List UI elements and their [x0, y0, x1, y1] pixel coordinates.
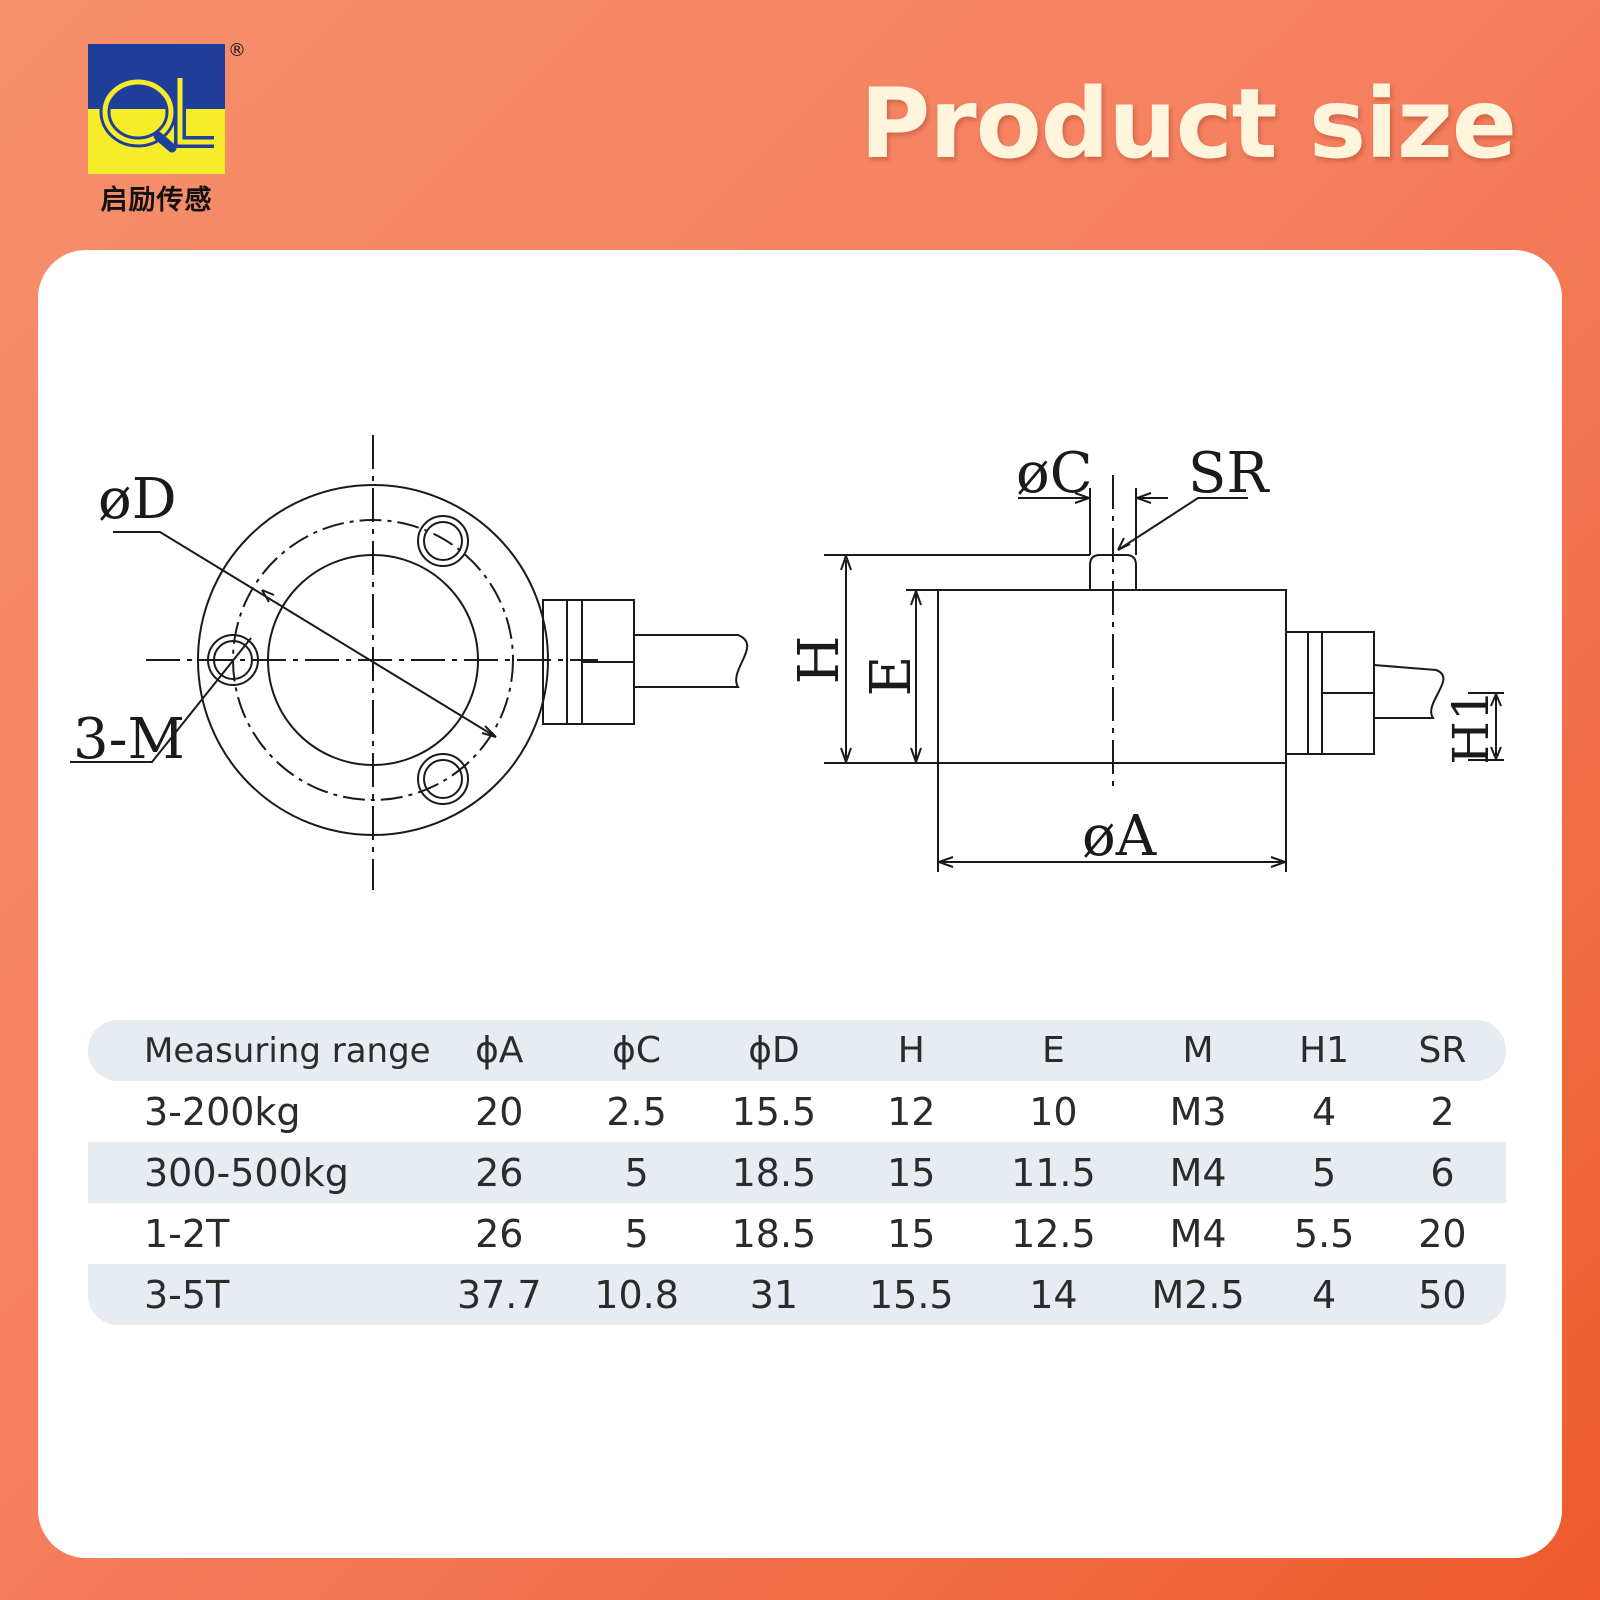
table-row: 3-200kg 20 2.5 15.5 12 10 M3 4 2 [88, 1081, 1506, 1142]
table-cell: 4 [1269, 1264, 1379, 1325]
registered-mark: ® [228, 40, 246, 61]
table-header-row: Measuring range ϕA ϕC ϕD H E M H1 SR [88, 1020, 1506, 1081]
table-row: 300-500kg 26 5 18.5 15 11.5 M4 5 6 [88, 1142, 1506, 1203]
label-diameter-c: øC [1016, 441, 1093, 506]
table-cell: 15 [887, 1211, 936, 1256]
table-cell: 20 [475, 1089, 524, 1134]
table-cell: 37.7 [430, 1264, 568, 1325]
table-cell: M4 [1169, 1211, 1227, 1256]
technical-drawing: øD 3-M øC SR øA H E H1 [70, 435, 1504, 890]
table-cell: 26 [475, 1211, 524, 1256]
table-cell: 31 [705, 1264, 843, 1325]
table-cell: 15 [842, 1142, 980, 1203]
mounting-hole [207, 634, 259, 686]
table-cell: 1-2T [144, 1211, 230, 1256]
table-cell: 18.5 [705, 1142, 843, 1203]
side-view [824, 475, 1504, 872]
label-diameter-d: øD [98, 467, 177, 532]
table-cell: 2 [1430, 1089, 1455, 1134]
label-height-e: E [859, 656, 924, 697]
table-row: 1-2T 26 5 18.5 15 12.5 M4 5.5 20 [88, 1203, 1506, 1264]
table-cell: 15.5 [731, 1089, 817, 1134]
company-name: 启励传感 [100, 185, 213, 216]
table-cell: 50 [1378, 1264, 1506, 1325]
table-cell: 5 [1269, 1142, 1379, 1203]
table-cell: 11.5 [979, 1142, 1127, 1203]
inner-bore-circle [267, 554, 479, 766]
ql-logo-icon [88, 44, 225, 174]
column-header: M [1126, 1020, 1270, 1081]
table-cell: 5 [624, 1211, 649, 1256]
column-header: ϕC [567, 1020, 706, 1081]
table-cell: 3-200kg [144, 1089, 301, 1134]
table-cell: 3-5T [88, 1264, 431, 1325]
table-cell: 4 [1312, 1089, 1337, 1134]
label-thread-m: 3-M [73, 707, 185, 772]
table-cell: M3 [1169, 1089, 1227, 1134]
table-cell: 10 [1029, 1089, 1078, 1134]
content-card: øD 3-M øC SR øA H E H1 Measuring range ϕ… [38, 250, 1562, 1558]
table-cell: 14 [979, 1264, 1127, 1325]
label-height-h: H [787, 636, 852, 685]
column-header: Measuring range [88, 1020, 431, 1081]
table-cell: 2.5 [606, 1089, 667, 1134]
table-cell: M2.5 [1126, 1264, 1270, 1325]
table-cell: 20 [1418, 1211, 1467, 1256]
top-view [70, 435, 749, 890]
table-row: 3-5T 37.7 10.8 31 15.5 14 M2.5 4 50 [88, 1264, 1506, 1325]
column-header: H1 [1269, 1020, 1379, 1081]
label-diameter-a: øA [1082, 804, 1157, 869]
table-cell: M4 [1126, 1142, 1270, 1203]
table-cell: 18.5 [731, 1211, 817, 1256]
column-header: ϕA [430, 1020, 568, 1081]
table-cell: 12 [887, 1089, 936, 1134]
table-cell: 6 [1378, 1142, 1506, 1203]
label-height-h1: H1 [1442, 689, 1500, 764]
mounting-hole [417, 515, 469, 567]
table-cell: 300-500kg [88, 1142, 431, 1203]
table-cell: 12.5 [1011, 1211, 1096, 1256]
page-title: Product size [860, 68, 1517, 180]
table-cell: 5 [567, 1142, 706, 1203]
brand-logo: ® 启励传感 [88, 40, 248, 216]
column-header: H [842, 1020, 980, 1081]
table-cell: 10.8 [567, 1264, 706, 1325]
size-table: Measuring range ϕA ϕC ϕD H E M H1 SR 3-2… [88, 1020, 1506, 1325]
label-sphere-radius: SR [1188, 441, 1270, 506]
column-header: SR [1378, 1020, 1506, 1081]
outer-flange-circle [197, 484, 549, 836]
column-header: E [979, 1020, 1127, 1081]
table-cell: 26 [430, 1142, 568, 1203]
table-cell: 5.5 [1293, 1211, 1355, 1256]
table-cell: 15.5 [842, 1264, 980, 1325]
column-header: ϕD [705, 1020, 843, 1081]
mounting-hole [417, 753, 469, 805]
